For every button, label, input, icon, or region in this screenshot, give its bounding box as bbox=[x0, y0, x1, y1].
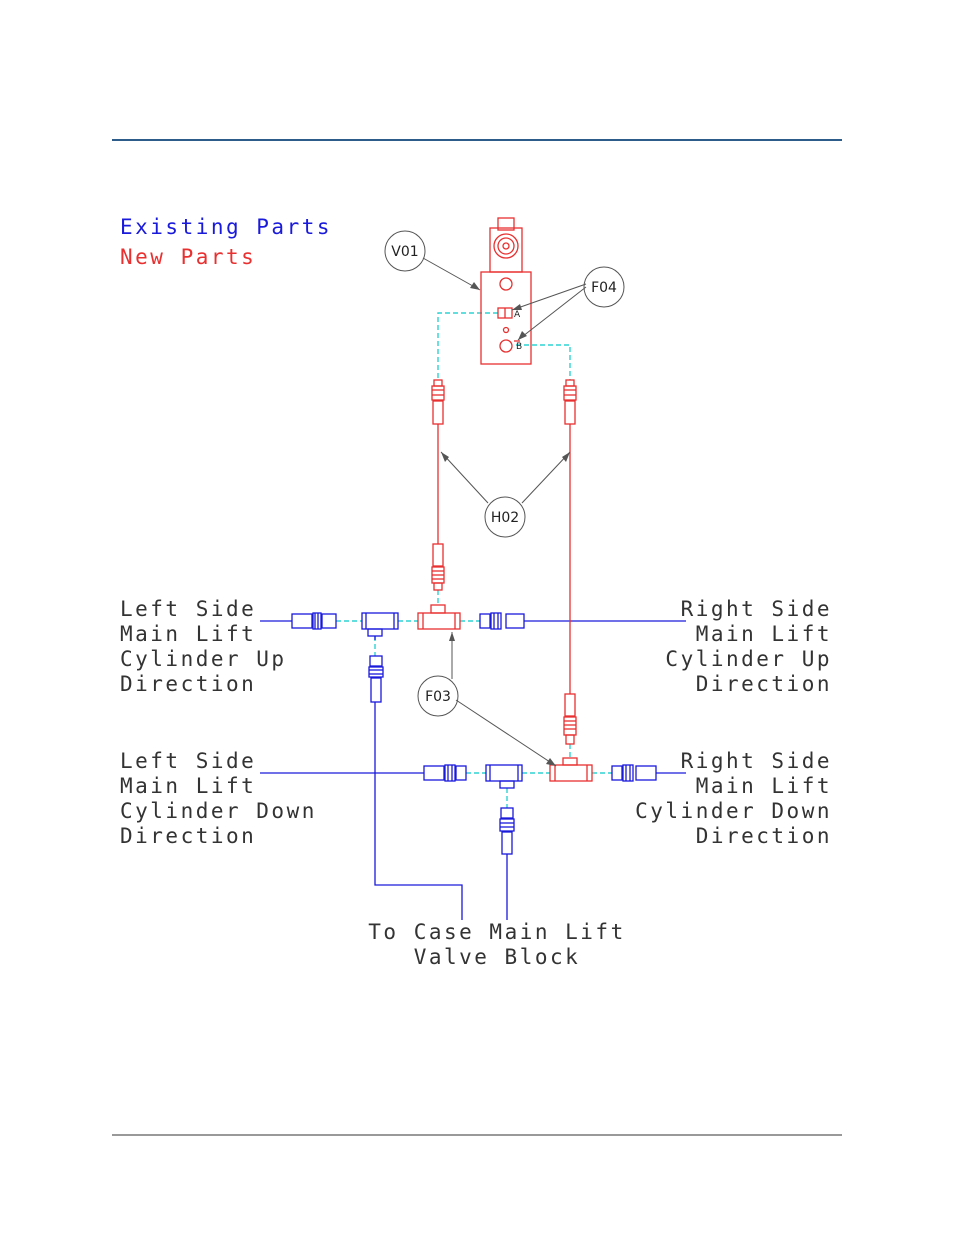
label-left-down-line2: Main Lift bbox=[120, 774, 256, 798]
callout-v01-text: V01 bbox=[391, 244, 418, 260]
legend-existing-parts: Existing Parts bbox=[120, 215, 332, 239]
callout-h02-text: H02 bbox=[491, 510, 519, 526]
label-right-up-line2: Main Lift bbox=[696, 622, 832, 646]
label-bottom-line1: To Case Main Lift bbox=[368, 920, 625, 944]
fitting-bottom-branch bbox=[500, 808, 514, 854]
tee-bottom bbox=[486, 765, 522, 788]
label-left-down-line3: Cylinder Down bbox=[120, 799, 317, 823]
label-left-up: Left Side Main Lift Cylinder Up Directio… bbox=[120, 597, 287, 696]
label-right-up-line1: Right Side bbox=[681, 597, 832, 621]
port-a-label: A bbox=[514, 310, 521, 320]
label-bottom-line2: Valve Block bbox=[414, 945, 581, 969]
hose-end-right-top bbox=[564, 380, 576, 424]
tee-f03-lower bbox=[550, 758, 592, 781]
callout-h02: H02 bbox=[485, 497, 525, 537]
valve-v01 bbox=[481, 218, 531, 364]
port-b-label: B bbox=[516, 342, 522, 352]
fitting-right-up bbox=[480, 613, 524, 629]
label-right-down-line4: Direction bbox=[696, 824, 832, 848]
label-left-down-line4: Direction bbox=[120, 824, 256, 848]
callout-v01: V01 bbox=[385, 231, 425, 271]
hose-end-right-bottom bbox=[564, 694, 576, 744]
callout-f04: F04 bbox=[584, 267, 624, 307]
label-bottom: To Case Main Lift Valve Block bbox=[368, 920, 625, 969]
label-left-down: Left Side Main Lift Cylinder Down Direct… bbox=[120, 749, 317, 848]
label-left-up-line2: Main Lift bbox=[120, 622, 256, 646]
tee-left-up bbox=[362, 613, 398, 640]
legend-new-parts: New Parts bbox=[120, 245, 256, 269]
label-right-down-line2: Main Lift bbox=[696, 774, 832, 798]
label-right-down-line3: Cylinder Down bbox=[635, 799, 832, 823]
label-right-up-line4: Direction bbox=[696, 672, 832, 696]
hose-end-left-bottom bbox=[432, 544, 444, 590]
label-left-up-line1: Left Side bbox=[120, 597, 256, 621]
fitting-left-up bbox=[292, 613, 336, 629]
hose-end-left-top bbox=[432, 380, 444, 424]
label-left-up-line3: Cylinder Up bbox=[120, 647, 287, 671]
fitting-right-down bbox=[612, 765, 656, 781]
label-right-down: Right Side Main Lift Cylinder Down Direc… bbox=[635, 749, 832, 848]
tee-f03-upper bbox=[418, 605, 460, 629]
fitting-left-down bbox=[424, 765, 466, 781]
label-right-up: Right Side Main Lift Cylinder Up Directi… bbox=[665, 597, 832, 696]
label-left-up-line4: Direction bbox=[120, 672, 256, 696]
callout-f03-text: F03 bbox=[425, 689, 451, 705]
label-right-down-line1: Right Side bbox=[681, 749, 832, 773]
existing-parts bbox=[260, 613, 686, 920]
callout-f04-text: F04 bbox=[591, 280, 617, 296]
label-left-down-line1: Left Side bbox=[120, 749, 256, 773]
label-right-up-line3: Cylinder Up bbox=[665, 647, 832, 671]
fitting-left-up-branch bbox=[369, 656, 383, 702]
callout-f03: F03 bbox=[418, 676, 458, 716]
